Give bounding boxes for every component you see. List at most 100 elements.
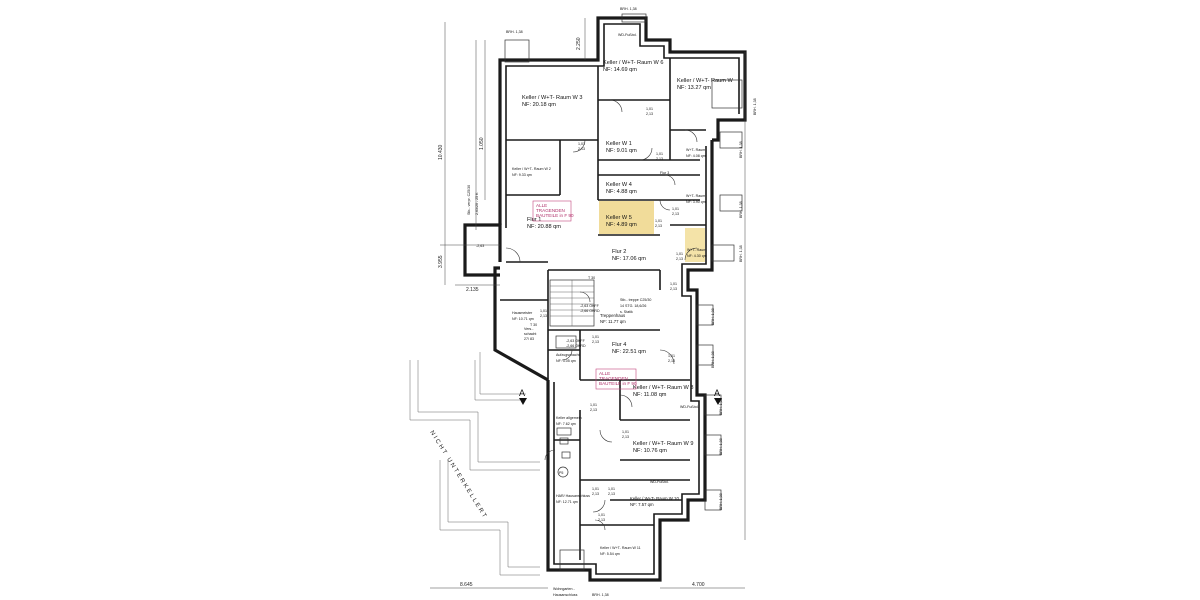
room-area: NF: 10.71 qm	[512, 317, 534, 321]
vent-note-line: 27/ 83	[524, 337, 534, 341]
room-name: Keller / W+T- Raum W 6	[603, 60, 663, 66]
stair-note-line: Stb.- treppe C25/30	[620, 298, 651, 302]
room-area: NF: 11.08 qm	[633, 392, 667, 398]
room-area: NF: 4.89 qm	[606, 222, 637, 228]
elevator-note: -2,63 OKFF -2,66 OKRD	[555, 335, 586, 349]
wd-note: WD-Fußbd.	[680, 405, 699, 409]
door-label: 2,13	[655, 224, 662, 228]
vent-shaft-note: Vers.- schacht 27/ 83	[524, 327, 536, 341]
room-name: Keller W 5	[606, 215, 632, 221]
room-area: NF: 12.71 qm	[556, 500, 578, 504]
room-area: NF: 20.88 qm	[527, 224, 561, 230]
room-name: Flur 3	[660, 171, 669, 175]
room-name: Keller W 1	[606, 141, 632, 147]
service-marks: P5	[556, 427, 572, 478]
room-name: HAR/ Hausanschluss	[556, 494, 590, 498]
bottom-label: Hausanschluss	[553, 593, 578, 597]
brh-label: BRH. 1,38	[592, 593, 609, 597]
brh-label: BRH. 1,38	[711, 308, 715, 325]
brh-label: BRH. 1,38	[739, 141, 743, 158]
room-area: NF: 17.06 qm	[612, 256, 646, 262]
note-line: ALLE	[599, 371, 610, 376]
wd-note: WD-Fußbd.	[650, 480, 669, 484]
room-name: Flur 4	[612, 342, 626, 348]
dimension-lines	[430, 18, 746, 589]
outer-walls	[463, 16, 747, 582]
door-label: 1,01	[656, 152, 663, 156]
fire-rating: T 30	[588, 276, 595, 280]
bottom-labels: Wohngarten - Hausanschluss	[553, 587, 578, 597]
stair-note-line: s. Statik	[620, 310, 633, 314]
room-area: NF: 3.05 qm	[556, 359, 576, 363]
door-label: 1,01	[578, 142, 585, 146]
door-label: 1,01	[668, 354, 675, 358]
stb-note: Stb.- verpr. C25/30	[467, 185, 471, 215]
stair-note: Stb.- treppe C25/30 14 STG. 18,6/26 s. S…	[580, 298, 651, 314]
brh-label: BRH. 1,38	[506, 30, 523, 34]
note-line: BAUTEILE in F 90	[599, 381, 637, 386]
room-area: NF: 11.77 qm	[600, 319, 626, 324]
door-markers: 1,01 2,13 1,01 2,13 1,01 2,13 1,01 2,13 …	[540, 107, 683, 522]
stair-landing-line: -2,63 OKFF	[580, 304, 600, 308]
door-label: 1,01	[592, 487, 599, 491]
door-label: 1,01	[646, 107, 653, 111]
staircase	[549, 279, 595, 327]
door-label: 2,13	[540, 314, 547, 318]
dimension-labels: 2.250 1.050 10.430 3.955 2.135 8.645 4.7…	[438, 37, 705, 588]
room-name: Keller / W+T- Raum W 9	[633, 441, 693, 447]
room-area: NF: 3.90 qm	[686, 200, 706, 204]
room-name: Keller / W+T- Raum W 11	[600, 546, 641, 550]
door-label: 2,13	[672, 212, 679, 216]
door-label: 2,13	[592, 492, 599, 496]
room-highlight-wt-raum	[685, 228, 705, 262]
room-name: Keller / W+T- Raum W 10	[630, 496, 679, 501]
room-name: Keller / W+T- Raum W 8	[633, 385, 693, 391]
wd-note: WD-Fußbd.	[618, 33, 637, 37]
room-area: NF: 14.69 qm	[603, 67, 637, 73]
door-label: 2,13	[622, 435, 629, 439]
brh-labels: BRH. 1,38 BRH. 1,38 BRH. 1,38 BRH. 1,38 …	[506, 7, 757, 597]
brh-label: BRH. 1,38	[739, 201, 743, 218]
room-name: Keller W 4	[606, 182, 632, 188]
door-label: 1,01	[592, 335, 599, 339]
room-area: NF: 7.57 qm	[630, 502, 654, 507]
room-highlight-keller-w5	[599, 201, 654, 234]
section-label-left: A	[519, 388, 525, 398]
room-labels: Keller / W+T- Raum W 6 NF: 14.69 qm Kell…	[512, 60, 734, 556]
room-area: NF: 4.30 qm	[687, 254, 707, 258]
door-label: 2,13	[608, 492, 615, 496]
elevator-note-line: -2,66 OKRD	[566, 344, 586, 348]
section-label-right: A	[714, 388, 720, 398]
door-label: 1,01	[655, 219, 662, 223]
dimension-label: 1.050	[479, 137, 485, 150]
room-area: NF: 9.33 qm	[512, 173, 532, 177]
door-label: 2,13	[676, 257, 683, 261]
note-line: TRAGENDEN	[599, 376, 628, 381]
room-area: NF: 13.27 qm	[677, 85, 711, 91]
stair-note-line: 14 STG. 18,6/26	[620, 304, 646, 308]
door-label: 2,13	[590, 408, 597, 412]
room-area: NF: 4.88 qm	[606, 189, 637, 195]
room-name: W+T- Raum	[686, 148, 705, 152]
doors	[505, 99, 698, 531]
room-name: Flur 2	[612, 249, 626, 255]
level-note: -2,63	[476, 244, 484, 248]
room-name: Flur 1	[527, 217, 541, 223]
door-label: 2,13	[592, 340, 599, 344]
room-name: Keller allgemein	[556, 416, 582, 420]
room-name: Hausmeister	[512, 311, 533, 315]
door-label: 1,01	[672, 207, 679, 211]
not-excavated-label: NICHT UNTERKELLERT	[428, 430, 488, 521]
room-area: NF: 4.08 qm	[686, 154, 706, 158]
door-label: 2,13	[656, 157, 663, 161]
door-label: 1,01	[598, 513, 605, 517]
neighbour-outline	[409, 352, 540, 576]
room-area: NF: 5.54 qm	[600, 552, 620, 556]
room-area: NF: 7.62 qm	[556, 422, 576, 426]
room-area: NF: 10.76 qm	[633, 448, 667, 454]
section-marker-right: A	[714, 388, 722, 405]
room-area: NF: 22.51 qm	[612, 349, 646, 355]
room-name: Aufzugschacht	[556, 353, 580, 357]
brh-label: BRH. 1,38	[739, 245, 743, 262]
brh-label: BRH. 1,38	[711, 351, 715, 368]
